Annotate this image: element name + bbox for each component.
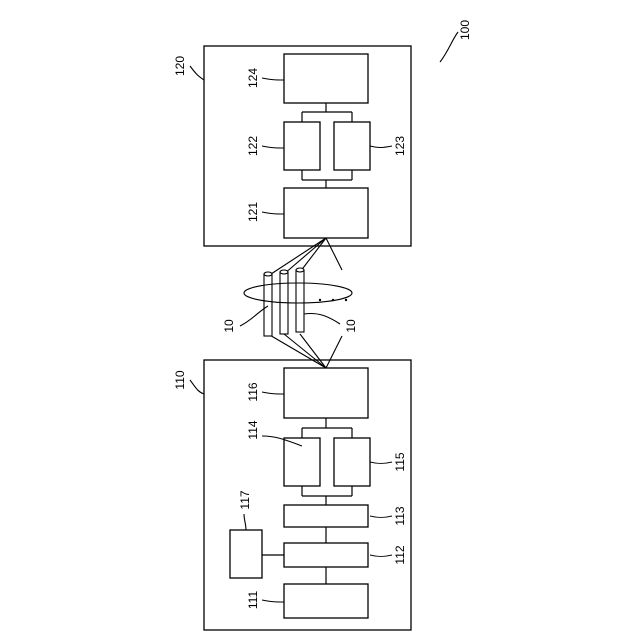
label-117: 117 — [238, 490, 252, 509]
leader-120 — [190, 66, 204, 80]
block-112 — [284, 543, 368, 567]
label-122: 122 — [246, 136, 260, 156]
block-115 — [334, 438, 370, 486]
leader-110 — [190, 380, 204, 394]
label-111: 111 — [246, 591, 260, 610]
fiber-core-3 — [296, 268, 304, 332]
block-124 — [284, 54, 368, 103]
leader-100 — [440, 32, 458, 62]
label-124: 124 — [246, 68, 260, 88]
label-121: 121 — [246, 202, 260, 222]
label-10-left: 10 — [222, 319, 236, 333]
block-116 — [284, 368, 368, 418]
label-114: 114 — [246, 420, 260, 439]
ellipsis-dots: ... — [319, 299, 347, 301]
label-10-right: 10 — [344, 319, 358, 333]
block-122 — [284, 122, 320, 170]
block-111 — [284, 584, 368, 618]
block-117 — [230, 530, 262, 578]
label-120: 120 — [173, 56, 187, 76]
label-115: 115 — [393, 452, 407, 471]
label-113: 113 — [393, 506, 407, 525]
block-121 — [284, 188, 368, 238]
fiber-core-1 — [264, 272, 272, 336]
leader-10-right — [304, 313, 340, 324]
block-114 — [284, 438, 320, 486]
label-100: 100 — [458, 20, 472, 40]
block-113 — [284, 505, 368, 527]
block-123 — [334, 122, 370, 170]
label-112: 112 — [393, 545, 407, 564]
label-123: 123 — [393, 136, 407, 156]
label-110: 110 — [173, 370, 187, 389]
label-116: 116 — [246, 382, 260, 401]
